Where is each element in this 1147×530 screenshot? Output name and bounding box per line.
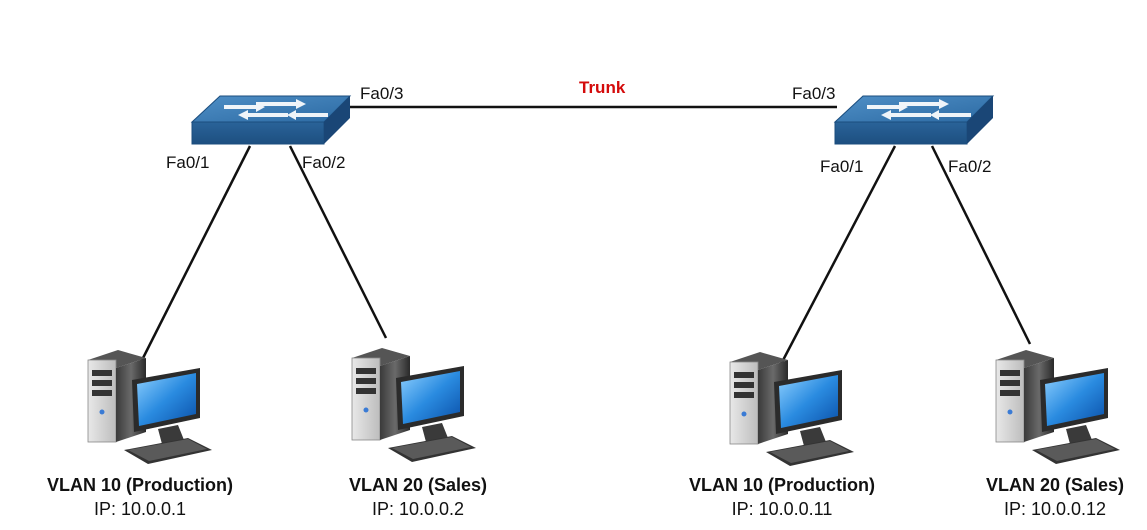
- left-switch-port-fa02: Fa0/2: [302, 153, 346, 172]
- host-vlan-label: VLAN 20 (Sales): [985, 475, 1125, 495]
- trunk-label: Trunk: [579, 78, 626, 97]
- host-vlan-label: VLAN 10 (Production): [688, 475, 875, 495]
- right-switch-port-fa01: Fa0/1: [820, 157, 864, 176]
- host-ip-label: IP: 10.0.0.12: [1003, 499, 1107, 519]
- host-ip-label: IP: 10.0.0.1: [93, 499, 187, 519]
- link-left-fa02: [288, 145, 388, 339]
- host-vlan-label: VLAN 20 (Sales): [348, 475, 488, 495]
- host-ip-label: IP: 10.0.0.2: [371, 499, 465, 519]
- host-ip-label: IP: 10.0.0.11: [731, 499, 833, 519]
- host-caption: VLAN 10 (Production) IP: 10.0.0.1: [20, 473, 260, 521]
- host-vlan-label: VLAN 10 (Production): [46, 475, 233, 495]
- host-caption: VLAN 10 (Production) IP: 10.0.0.11: [662, 473, 902, 521]
- left-switch-icon: [191, 95, 351, 145]
- left-switch-port-fa03: Fa0/3: [360, 84, 404, 103]
- right-switch-port-fa03: Fa0/3: [792, 84, 836, 103]
- right-switch-icon: [834, 95, 994, 145]
- host-caption: VLAN 20 (Sales) IP: 10.0.0.12: [935, 473, 1147, 521]
- computer-icon: [351, 347, 477, 463]
- host-caption: VLAN 20 (Sales) IP: 10.0.0.2: [298, 473, 538, 521]
- link-left-fa01: [138, 145, 252, 365]
- link-right-fa01: [778, 145, 897, 367]
- computer-icon: [87, 349, 213, 465]
- right-switch-port-fa02: Fa0/2: [948, 157, 992, 176]
- left-switch-port-fa01: Fa0/1: [166, 153, 210, 172]
- computer-icon: [995, 349, 1121, 465]
- computer-icon: [729, 351, 855, 467]
- link-right-fa02: [930, 145, 1032, 345]
